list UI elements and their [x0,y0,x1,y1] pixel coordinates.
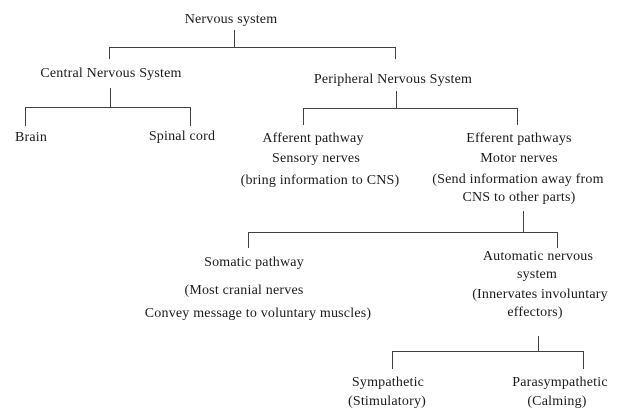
connector-cns-stem [110,88,111,107]
node-automatic-nervous-system-line-4: effectors) [507,305,563,320]
connector-pns-bar [303,108,518,109]
node-central-nervous-system: Central Nervous System [40,66,182,81]
connector-automatic-bar [392,351,584,352]
node-efferent-pathways-line-3: (Send information away from [432,172,604,187]
connector-cns-bar [25,107,191,108]
connector-root-bar [109,47,396,48]
node-automatic-nervous-system-line-3: (Innervates involuntary [472,287,608,302]
connector-root-stem [234,30,235,47]
node-somatic-pathway-line-2: (Most cranial nerves [184,283,304,298]
connector-root-drop-cns [109,47,110,59]
connector-efferent-bar [248,232,558,233]
node-parasympathetic-line-1: Parasympathetic [512,375,608,390]
connector-root-drop-pns [395,47,396,59]
node-somatic-pathway-line-3: Convey message to voluntary muscles) [144,306,372,321]
node-brain: Brain [14,130,48,145]
node-peripheral-nervous-system: Peripheral Nervous System [313,72,473,87]
node-efferent-pathways-line-1: Efferent pathways [466,131,572,146]
node-automatic-nervous-system-line-1: Automatic nervous [482,249,594,264]
node-somatic-pathway-line-1: Somatic pathway [204,255,304,270]
connector-pns-drop-afferent [303,108,304,125]
node-afferent-pathway-line-1: Afferent pathway [262,131,364,146]
connector-cns-drop-spinal [190,107,191,126]
connector-efferent-stem [523,211,524,232]
connector-cns-drop-brain [25,107,26,126]
connector-pns-stem [396,91,397,108]
connector-automatic-drop-sympathetic [392,351,393,369]
node-afferent-pathway-line-2: Sensory nerves [272,151,360,166]
node-sympathetic-line-2: (Stimulatory) [347,394,427,409]
node-automatic-nervous-system-line-2: system [516,267,558,282]
node-spinal-cord: Spinal cord [148,129,216,144]
connector-automatic-drop-parasympathetic [583,351,584,369]
node-efferent-pathways-line-4: CNS to other parts) [462,190,576,205]
node-afferent-pathway-line-3: (bring information to CNS) [240,173,400,188]
connector-pns-drop-efferent [517,108,518,125]
connector-efferent-drop-somatic [248,232,249,248]
node-efferent-pathways-line-2: Motor nerves [480,151,558,166]
node-sympathetic-line-1: Sympathetic [351,375,425,390]
connector-efferent-drop-automatic [557,232,558,248]
connector-automatic-stem [538,336,539,351]
node-parasympathetic-line-2: (Calming) [527,394,587,409]
node-nervous-system: Nervous system [184,12,278,27]
